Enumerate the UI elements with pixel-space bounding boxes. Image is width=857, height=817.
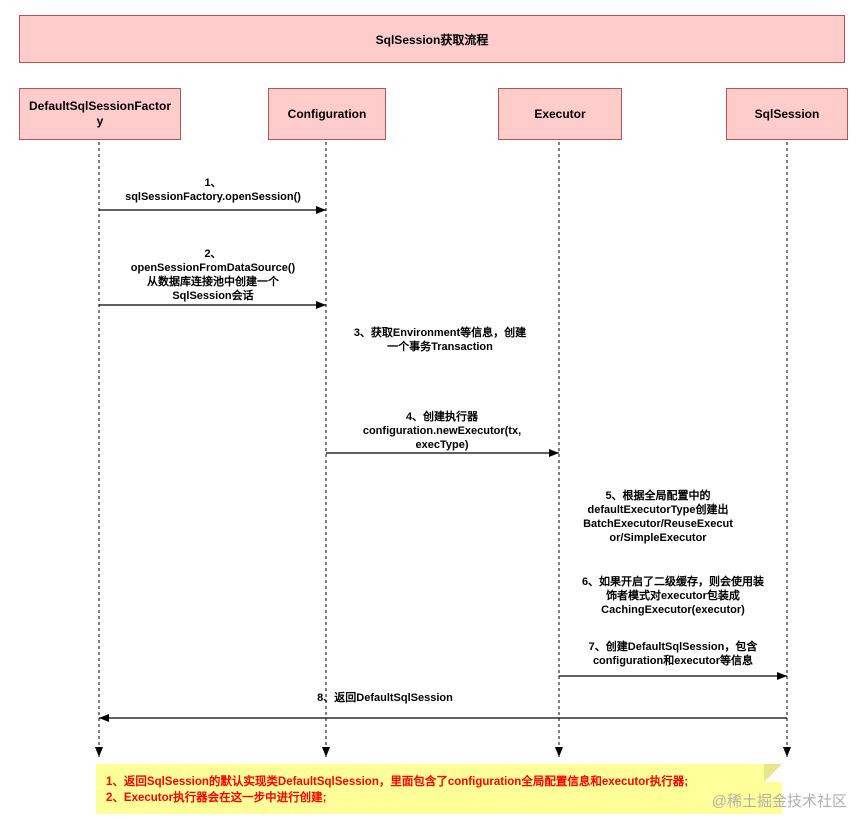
message-2-label: 2、openSessionFromDataSource() 从数据库连接池中创建… (130, 248, 296, 302)
note-folded-corner (764, 764, 782, 782)
actor-label: SqlSession (754, 106, 820, 121)
note-line-2: 2、Executor执行器会在这一步中进行创建; (106, 792, 327, 804)
summary-note: 1、返回SqlSession的默认实现类DefaultSqlSession，里面… (96, 764, 782, 814)
note-line-1: 1、返回SqlSession的默认实现类DefaultSqlSession，里面… (106, 776, 689, 788)
actor-default-sqlsession-factory: DefaultSqlSessionFactor y (19, 88, 181, 140)
actor-sqlsession: SqlSession (726, 88, 848, 140)
actor-configuration: Configuration (268, 88, 386, 140)
actor-label: Executor (534, 106, 586, 121)
watermark: @稀土掘金技术社区 (711, 793, 847, 810)
message-3-label: 3、获取Environment等信息，创建一个事务Transaction (353, 327, 527, 353)
actor-label: Configuration (287, 106, 367, 121)
message-6-label: 6、如果开启了二级缓存，则会使用装饰者模式对executor包装成 Cachin… (581, 576, 765, 616)
diagram-title: SqlSession获取流程 (19, 15, 845, 63)
actor-label: DefaultSqlSessionFactor y (28, 99, 172, 128)
message-8-label: 8、返回DefaultSqlSession (317, 692, 453, 704)
actor-executor: Executor (498, 88, 622, 140)
message-1-label: 1、sqlSessionFactory.openSession() (125, 177, 301, 203)
